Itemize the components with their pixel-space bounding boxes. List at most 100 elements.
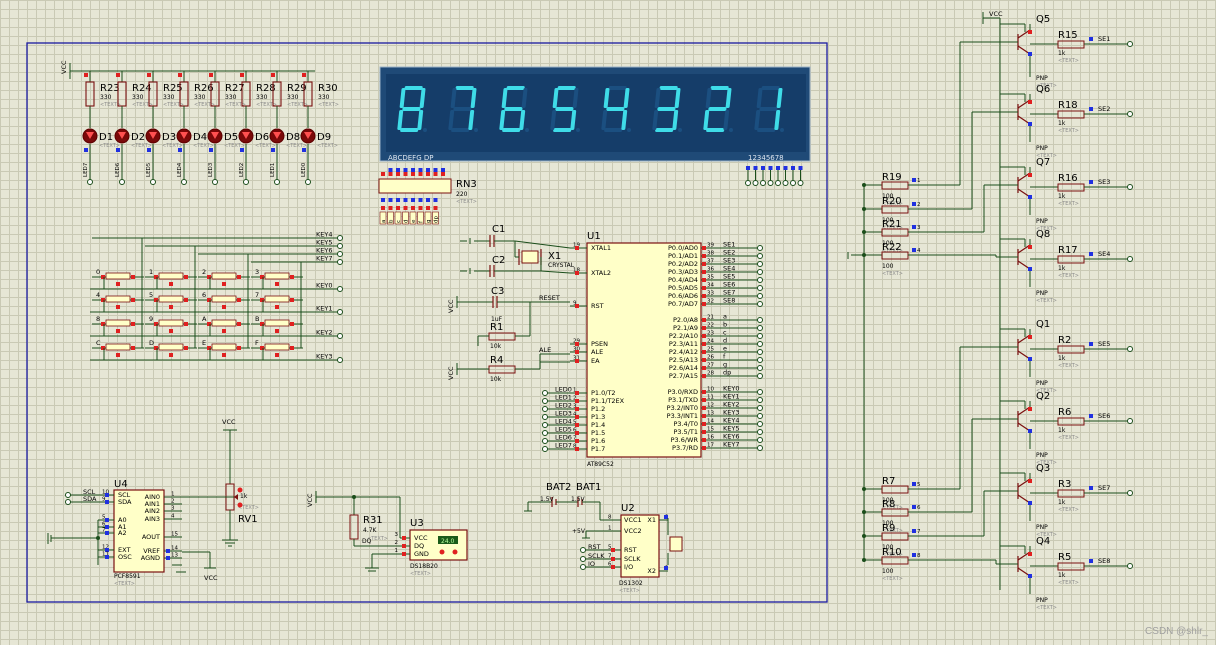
net-terminal[interactable] bbox=[542, 398, 548, 404]
potentiometer-rv1[interactable]: VCC RV1 1k <TEXT> VCC bbox=[172, 418, 259, 582]
net-terminal[interactable] bbox=[212, 179, 218, 185]
crystal-x1[interactable]: X1 CRYSTAL bbox=[514, 240, 575, 274]
net-terminal[interactable] bbox=[757, 445, 763, 451]
net-terminal[interactable] bbox=[337, 243, 343, 249]
capacitor-c1[interactable]: C1 bbox=[484, 224, 515, 247]
battery-bat2[interactable]: BAT2 1.5V bbox=[528, 482, 571, 507]
net-terminal[interactable] bbox=[274, 179, 280, 185]
net-terminal[interactable] bbox=[337, 286, 343, 292]
net-terminal[interactable] bbox=[337, 235, 343, 241]
net-terminal[interactable] bbox=[757, 421, 763, 427]
net-terminal[interactable] bbox=[757, 397, 763, 403]
net-terminal[interactable] bbox=[757, 429, 763, 435]
net-terminal[interactable] bbox=[150, 179, 156, 185]
net-terminal[interactable] bbox=[87, 179, 93, 185]
net-terminal[interactable] bbox=[757, 413, 763, 419]
net-terminal[interactable] bbox=[757, 373, 763, 379]
key-button[interactable]: B bbox=[251, 315, 303, 336]
net-terminal[interactable] bbox=[752, 180, 759, 186]
net-terminal[interactable] bbox=[757, 293, 763, 299]
key-button[interactable]: 6 bbox=[198, 291, 250, 312]
net-terminal[interactable] bbox=[757, 325, 763, 331]
rtc-pin[interactable]: X12 bbox=[647, 515, 668, 525]
net-terminal[interactable] bbox=[757, 365, 763, 371]
net-terminal[interactable] bbox=[119, 179, 125, 185]
net-terminal[interactable] bbox=[542, 430, 548, 436]
key-button[interactable]: F bbox=[251, 339, 303, 360]
net-terminal[interactable] bbox=[757, 389, 763, 395]
resistor-r1[interactable]: R1 10k bbox=[477, 302, 531, 350]
net-terminal[interactable] bbox=[757, 301, 763, 307]
net-terminal[interactable] bbox=[337, 251, 343, 257]
battery-bat1[interactable]: BAT1 1.5V bbox=[556, 482, 612, 521]
net-terminal[interactable] bbox=[757, 317, 763, 323]
net-terminal[interactable] bbox=[337, 309, 343, 315]
net-terminal[interactable] bbox=[542, 446, 548, 452]
net-terminal[interactable] bbox=[782, 180, 789, 186]
capacitor-c2[interactable]: C2 bbox=[484, 255, 515, 277]
key-button[interactable]: 9 bbox=[145, 315, 197, 336]
net-terminal[interactable] bbox=[757, 253, 763, 259]
net-terminal[interactable] bbox=[337, 333, 343, 339]
net-terminal[interactable] bbox=[757, 333, 763, 339]
resistor-r4[interactable]: VCC R4 10k ALE bbox=[447, 346, 570, 383]
key-button[interactable]: 4 bbox=[92, 291, 144, 312]
key-button[interactable]: E bbox=[198, 339, 250, 360]
key-button[interactable]: 2 bbox=[198, 268, 250, 289]
net-terminal[interactable] bbox=[775, 180, 781, 186]
net-terminal[interactable] bbox=[757, 341, 763, 347]
key-button[interactable]: A bbox=[198, 315, 250, 336]
